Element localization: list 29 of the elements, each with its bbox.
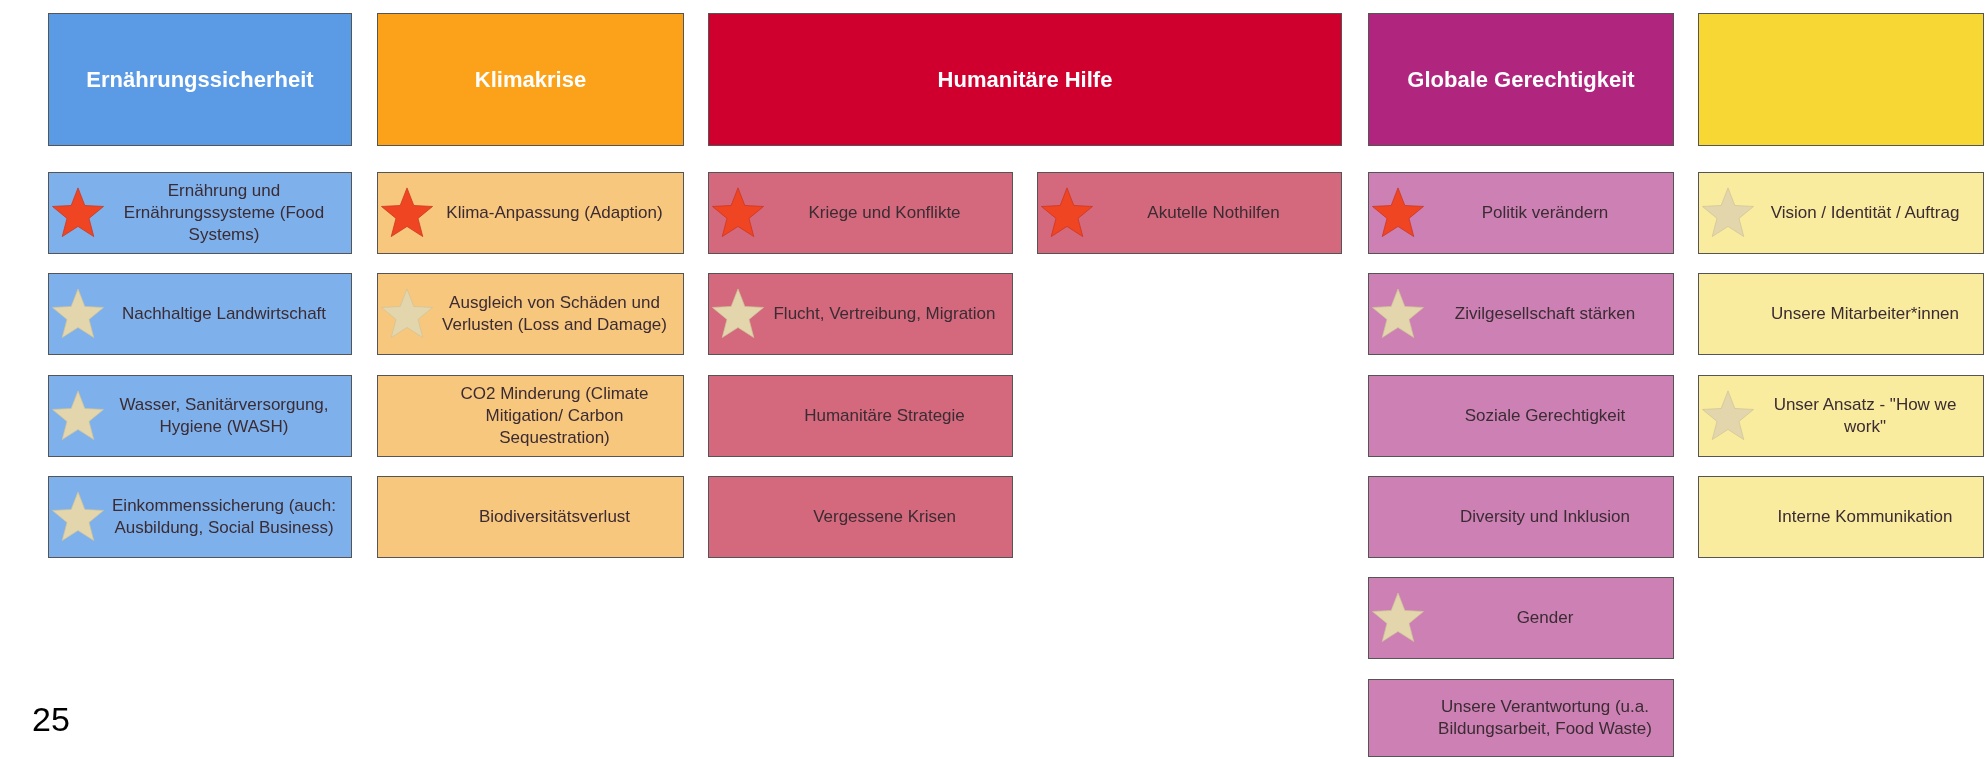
category-header [1698,13,1984,146]
topic-box: CO2 Minderung (Climate Mitigation/ Carbon Sequestration) [377,375,684,457]
category-header: Globale Gerechtigkeit [1368,13,1674,146]
page-number: 25 [32,699,70,740]
topic-box: Politik verändern [1368,172,1674,254]
topic-box: Humanitäre Strategie [708,375,1013,457]
topic-box: Interne Kommunikation [1698,476,1984,558]
topic-box: Diversity und Inklusion [1368,476,1674,558]
topic-box: Einkommenssicherung (auch: Ausbildung, Social Business) [48,476,352,558]
topic-box: Zivilgesellschaft stärken [1368,273,1674,355]
topic-box: Vision / Identität / Auftrag [1698,172,1984,254]
topic-box: Akutelle Nothilfen [1037,172,1342,254]
category-header: Humanitäre Hilfe [708,13,1342,146]
category-header: Klimakrise [377,13,684,146]
topic-box: Nachhaltige Landwirtschaft [48,273,352,355]
topic-box: Unsere Verantwortung (u.a. Bildungsarbeit, Food Waste) [1368,679,1674,757]
topic-box: Ausgleich von Schäden und Verlusten (Loss and Damage) [377,273,684,355]
topic-box: Ernährung und Ernährungssysteme (Food Systems) [48,172,352,254]
topic-box: Kriege und Konflikte [708,172,1013,254]
topic-box: Soziale Gerechtigkeit [1368,375,1674,457]
topic-box: Biodiversitätsverlust [377,476,684,558]
topic-box: Klima-Anpassung (Adaption) [377,172,684,254]
topic-box: Unsere Mitarbeiter*innen [1698,273,1984,355]
topic-box: Vergessene Krisen [708,476,1013,558]
category-header: Ernährungssicherheit [48,13,352,146]
topic-box: Unser Ansatz - "How we work" [1698,375,1984,457]
topic-box: Gender [1368,577,1674,659]
topic-box: Flucht, Vertreibung, Migration [708,273,1013,355]
topic-box: Wasser, Sanitärversorgung, Hygiene (WASH) [48,375,352,457]
